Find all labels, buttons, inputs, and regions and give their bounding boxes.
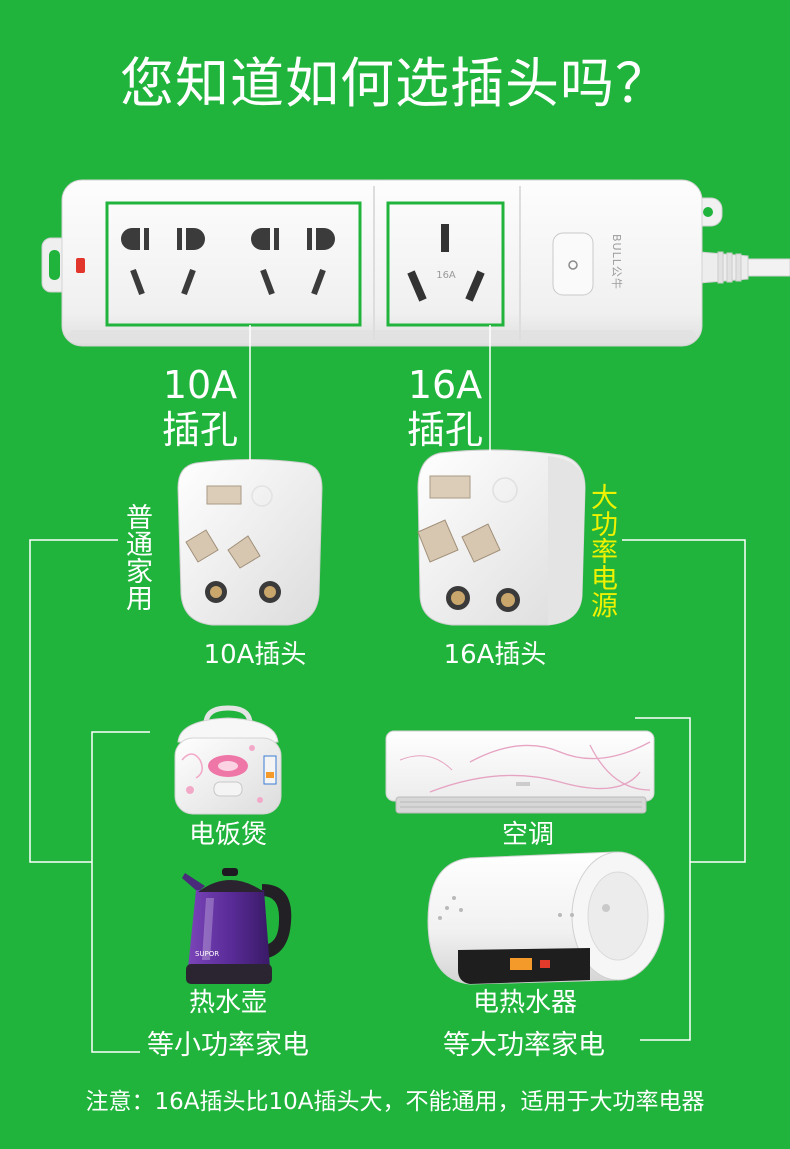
plug-10a-icon xyxy=(177,459,323,626)
socket-10a-amp-label: 10A xyxy=(162,363,238,407)
air-conditioner-icon xyxy=(385,730,655,814)
high-power-bracket xyxy=(622,539,746,863)
kettle-label: 热水壶 xyxy=(188,988,267,1018)
socket-16a-outlet: 16A xyxy=(407,224,485,302)
page-title: 您知道如何选插头吗？ xyxy=(120,52,670,115)
socket-10a-highlight xyxy=(105,201,362,327)
connector-lines xyxy=(29,325,746,1053)
large-appliances-summary: 等大功率家电 xyxy=(443,1030,605,1061)
power-icon xyxy=(568,260,578,270)
rice-cooker-label: 电饭煲 xyxy=(188,820,267,850)
plug-16a-label: 16A插头 xyxy=(443,640,547,670)
footer-note: 注意：16A插头比10A插头大，不能通用，适用于大功率电器 xyxy=(85,1089,705,1115)
indicator-led xyxy=(76,258,85,273)
water-heater-label: 电热水器 xyxy=(472,988,577,1018)
brand-logo-text: BULL公牛 xyxy=(610,234,624,290)
socket-16a-highlight xyxy=(386,201,505,327)
kettle-icon: SUPOR xyxy=(182,868,292,984)
small-appliances-bracket xyxy=(91,731,150,1053)
large-appliances-bracket xyxy=(635,717,691,1041)
socket-10a-outlet-1 xyxy=(121,228,205,296)
rice-cooker-icon xyxy=(174,705,282,815)
power-switch xyxy=(552,232,594,296)
high-power-label: 大功率电源 xyxy=(586,483,617,618)
normal-use-bracket xyxy=(29,539,118,863)
normal-use-label: 普通家用 xyxy=(121,503,152,611)
kettle-logo-text: SUPOR xyxy=(195,950,219,958)
power-strip-body xyxy=(61,179,703,347)
socket-10a-outlet-2 xyxy=(251,228,335,296)
small-appliances-summary: 等小功率家电 xyxy=(147,1030,309,1061)
plug-10a-label: 10A插头 xyxy=(203,640,307,670)
water-heater-icon xyxy=(427,851,665,985)
socket-16a-marking: 16A xyxy=(436,270,456,281)
power-cable xyxy=(744,258,790,277)
air-conditioner-label: 空调 xyxy=(501,820,554,850)
socket-10a-type-label: 插孔 xyxy=(161,408,238,452)
power-strip-icon: 16A BULL公牛 xyxy=(41,179,790,347)
socket-16a-type-label: 插孔 xyxy=(406,408,483,452)
plug-16a-icon xyxy=(417,449,586,626)
socket-16a-amp-label: 16A xyxy=(407,363,483,407)
